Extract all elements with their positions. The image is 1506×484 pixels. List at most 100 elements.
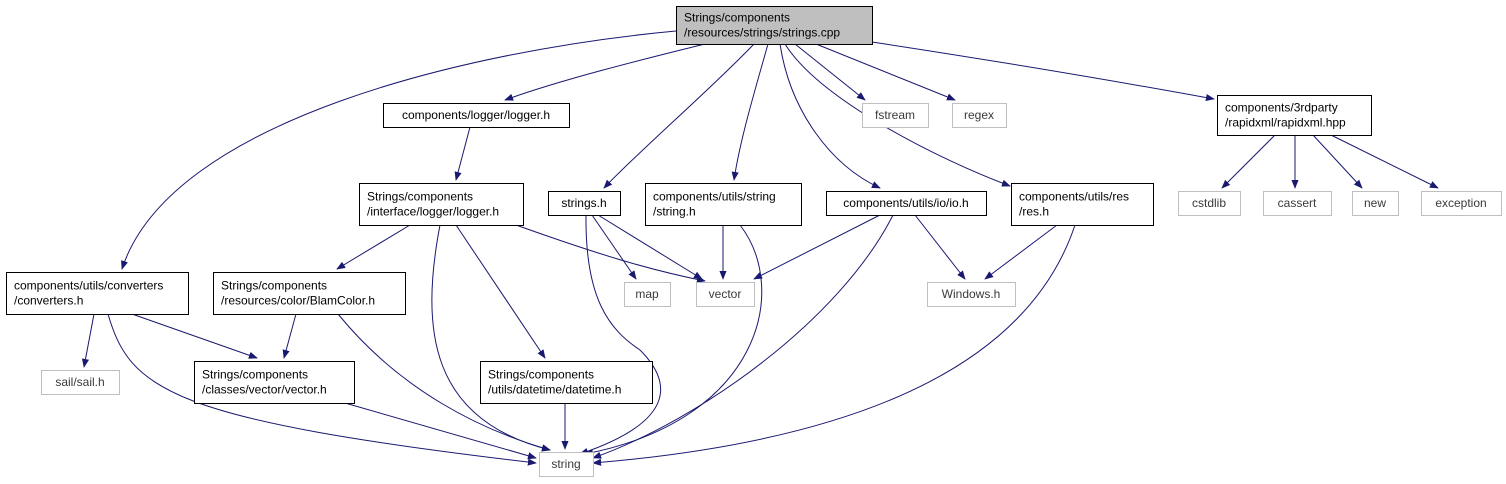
node-label: Windows.h — [942, 287, 1001, 301]
node-box — [624, 282, 671, 307]
edge-rapidxml-to-new — [1312, 134, 1363, 189]
edge-string_h-to-string — [584, 224, 763, 456]
edge-strings_h-to-map — [591, 214, 637, 280]
node-label: exception — [1435, 196, 1486, 210]
dependency-nodes: Strings/components/resources/strings/str… — [6, 6, 1502, 477]
node-label: /res.h — [1019, 205, 1049, 219]
edge-blamcolor-to-vector_h — [282, 313, 297, 359]
node-datetime[interactable]: Strings/components/utils/datetime/dateti… — [480, 361, 653, 404]
edge-ilogger-to-blamcolor — [336, 224, 411, 270]
node-box — [1263, 191, 1332, 216]
node-box — [826, 191, 987, 216]
edge-blamcolor-to-string — [337, 313, 551, 452]
node-label: sail/sail.h — [55, 375, 104, 389]
node-box — [1011, 183, 1154, 226]
node-string: string — [539, 452, 594, 477]
edge-rapidxml-to-cstdlib — [1221, 134, 1276, 189]
node-label: components/utils/converters — [14, 279, 163, 293]
node-vector: vector — [696, 282, 755, 307]
node-res[interactable]: components/utils/res/res.h — [1011, 183, 1154, 226]
node-box — [1352, 191, 1399, 216]
node-box — [1217, 95, 1372, 136]
edge-root-to-converters — [121, 30, 677, 270]
node-box — [1178, 191, 1241, 216]
node-label: fstream — [875, 108, 915, 122]
edge-io-to-windows — [914, 214, 966, 280]
edge-io-to-string — [592, 214, 894, 459]
node-box — [927, 282, 1016, 307]
node-box — [548, 191, 621, 216]
node-rapidxml[interactable]: components/3rdparty/rapidxml/rapidxml.hp… — [1217, 95, 1372, 136]
node-map: map — [624, 282, 671, 307]
node-box — [645, 183, 802, 226]
edge-root-to-regex — [815, 43, 956, 101]
node-string-h[interactable]: components/utils/string/string.h — [645, 183, 802, 226]
node-vector-h[interactable]: Strings/components/classes/vector/vector… — [194, 361, 355, 404]
node-fstream: fstream — [862, 103, 929, 128]
edge-root-to-logger — [504, 43, 706, 101]
node-strings-h[interactable]: strings.h — [548, 191, 621, 216]
node-label: Strings/components — [367, 190, 473, 204]
node-blamcolor[interactable]: Strings/components/resources/color/BlamC… — [213, 272, 406, 315]
node-box — [1421, 191, 1502, 216]
node-box — [6, 272, 189, 315]
edge-root-to-rapidxml — [871, 41, 1215, 102]
edge-strings_h-to-string — [579, 214, 661, 455]
node-label: map — [635, 287, 659, 301]
node-io[interactable]: components/utils/io/io.h — [826, 191, 987, 216]
node-label: components/3rdparty — [1225, 101, 1338, 115]
node-label: regex — [964, 108, 994, 122]
edge-vector_h-to-string — [344, 402, 537, 460]
node-box — [539, 452, 594, 477]
edge-io-to-vector — [753, 214, 881, 280]
node-label: /converters.h — [14, 294, 83, 308]
node-converters[interactable]: components/utils/converters/converters.h — [6, 272, 189, 315]
edge-rapidxml-to-exception — [1330, 134, 1439, 189]
node-cassert: cassert — [1263, 191, 1332, 216]
node-label: components/utils/string — [653, 190, 776, 204]
node-box — [213, 272, 406, 315]
edge-res-to-windows — [984, 224, 1058, 280]
node-label: components/utils/res — [1019, 190, 1129, 204]
edge-ilogger-to-vector — [515, 224, 706, 283]
node-label: components/logger/logger.h — [402, 108, 550, 122]
edge-root-to-io — [779, 43, 881, 189]
edge-converters-to-vector_h — [131, 313, 258, 359]
node-windows: Windows.h — [927, 282, 1016, 307]
edge-logger-to-ilogger — [454, 126, 471, 181]
node-regex: regex — [952, 103, 1007, 128]
node-label: Strings/components — [221, 279, 327, 293]
node-label: /rapidxml/rapidxml.hpp — [1225, 116, 1346, 130]
node-label: string — [551, 457, 580, 471]
node-label: new — [1364, 196, 1386, 210]
edge-res-to-string — [592, 224, 1076, 466]
edge-ilogger-to-datetime — [455, 224, 546, 359]
node-box — [862, 103, 929, 128]
edge-ilogger-to-string — [431, 224, 551, 452]
node-label: /resources/strings/strings.cpp — [684, 26, 840, 40]
node-root[interactable]: Strings/components/resources/strings/str… — [676, 6, 873, 45]
node-ilogger[interactable]: Strings/components/interface/logger/logg… — [359, 183, 524, 226]
node-label: /utils/datetime/datetime.h — [488, 383, 621, 397]
node-box — [359, 183, 524, 226]
node-new: new — [1352, 191, 1399, 216]
node-label: vector — [709, 287, 742, 301]
edge-root-to-fstream — [794, 43, 866, 101]
edge-converters-to-string — [107, 313, 537, 466]
node-label: /interface/logger/logger.h — [367, 205, 499, 219]
node-label: Strings/components — [488, 368, 594, 382]
node-label: strings.h — [561, 196, 606, 210]
node-box — [194, 361, 355, 404]
node-label: components/utils/io/io.h — [843, 196, 968, 210]
node-cstdlib: cstdlib — [1178, 191, 1241, 216]
dependency-edges — [81, 30, 1439, 466]
node-box — [480, 361, 653, 404]
node-box — [41, 370, 120, 395]
node-box — [383, 103, 570, 128]
edge-root-to-strings_h — [603, 43, 755, 189]
edge-strings_h-to-vector — [597, 214, 703, 280]
node-label: /resources/color/BlamColor.h — [221, 294, 375, 308]
node-box — [952, 103, 1007, 128]
node-logger[interactable]: components/logger/logger.h — [383, 103, 570, 128]
